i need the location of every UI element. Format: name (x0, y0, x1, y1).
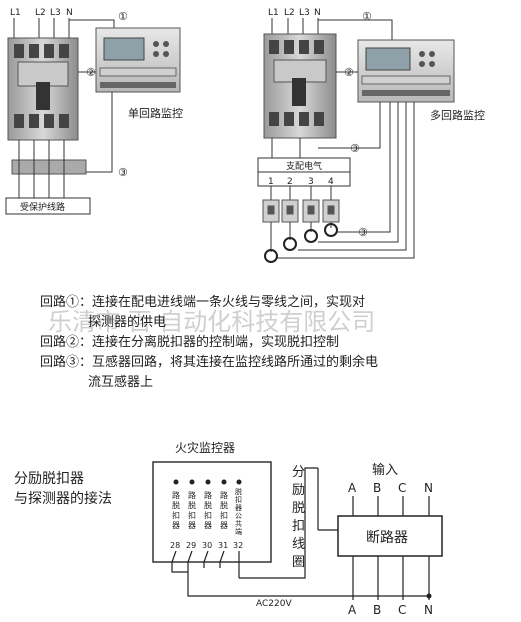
terminal-31: 31 (218, 541, 228, 550)
note-1-line-1: 回路①：连接在配电进线端一条火线与零线之间，实现对 (40, 294, 365, 310)
bottom-terminal-b: B (373, 603, 381, 617)
multi-circuit-figure: L1 L2 L3 N (257, 8, 485, 263)
input-label: 输入 (372, 462, 398, 478)
note-2-line-1: 回路②：连接在分离脱扣器的控制端，实现脱扣控制 (40, 334, 339, 350)
top-terminal-b: B (373, 481, 381, 495)
svg-text:路: 路 (204, 490, 212, 500)
phase-label-l2: L2 (35, 8, 46, 18)
terminal-28: 28 (170, 541, 180, 550)
note-3-line-2: 流互感器上 (88, 374, 153, 390)
svg-text:扣: 扣 (172, 510, 180, 520)
svg-text:路: 路 (188, 490, 196, 500)
shunt-trip-wiring: 分励脱扣器 与探测器的接法 火灾监控器 路 脱 扣 器 路 脱 扣 器 路 (14, 440, 443, 617)
svg-text:公: 公 (235, 512, 242, 520)
svg-text:扣: 扣 (188, 510, 196, 520)
phase-label-l1: L1 (10, 8, 21, 18)
circuit-breaker-image (263, 33, 337, 139)
svg-text:脱: 脱 (172, 500, 180, 510)
shunt-coil-char-4: 扣 (292, 519, 305, 534)
svg-text:扣: 扣 (204, 510, 212, 520)
fire-controller-column-2: 路 脱 扣 器 (188, 490, 196, 530)
bottom-terminal-c: C (398, 603, 406, 617)
svg-text:器: 器 (220, 521, 228, 530)
svg-text:脱: 脱 (235, 487, 242, 496)
shunt-coil-char-3: 脱 (292, 501, 305, 516)
sub-panel-number-2: 2 (287, 177, 293, 187)
watermark-text: 乐清市 百 自动化科技有限公司 (48, 308, 375, 336)
phase-label-l2: L2 (284, 8, 295, 18)
fire-controller-column-3: 路 脱 扣 器 (204, 490, 212, 530)
circuit-breaker-image (7, 37, 79, 141)
monitor-unit-image (357, 39, 455, 103)
svg-text:脱: 脱 (188, 500, 196, 510)
svg-text:端: 端 (235, 527, 242, 536)
circuit-mark-1: ① (362, 10, 372, 23)
supply-label: AC220V (256, 599, 292, 609)
terminal-30: 30 (202, 541, 212, 550)
circuit-mark-1: ① (118, 10, 128, 23)
sub-panel-number-4: 4 (328, 177, 334, 187)
phase-label-l3: L3 (299, 8, 310, 18)
fire-controller-column-5: 脱 扣 器 公 共 端 (235, 487, 242, 536)
phase-label-l1: L1 (268, 8, 279, 18)
svg-text:路: 路 (172, 490, 180, 500)
svg-text:扣: 扣 (235, 495, 242, 504)
terminal-29: 29 (186, 541, 196, 550)
phase-label-l3: L3 (50, 8, 61, 18)
svg-text:脱: 脱 (220, 500, 228, 510)
breaker-label: 断路器 (366, 530, 408, 546)
svg-text:路: 路 (220, 490, 228, 500)
top-terminal-a: A (348, 481, 357, 495)
sub-panel-number-3: 3 (308, 177, 314, 187)
shunt-coil-char-2: 励 (292, 483, 305, 498)
top-terminal-c: C (398, 481, 406, 495)
svg-text:扣: 扣 (220, 510, 228, 520)
svg-text:器: 器 (172, 521, 180, 530)
svg-text:器: 器 (204, 521, 212, 530)
current-transformer-rings (264, 223, 338, 263)
shunt-coil-char-1: 分 (292, 465, 305, 480)
fire-controller-column-4: 路 脱 扣 器 (220, 490, 228, 530)
svg-text:共: 共 (235, 519, 242, 528)
note-3-line-1: 回路③：互感器回路，将其连接在监控线路所通过的剩余电 (40, 354, 378, 370)
svg-text:器: 器 (188, 521, 196, 530)
caption-single-circuit: 单回路监控 (128, 106, 183, 120)
sub-panel-number-1: 1 (268, 177, 274, 187)
wiring-title-line-2: 与探测器的接法 (14, 490, 112, 507)
fire-controller-column-1: 路 脱 扣 器 (172, 490, 180, 530)
branch-breakers (262, 199, 340, 223)
breaker-box (337, 515, 443, 557)
wiring-title-line-1: 分励脱扣器 (14, 471, 84, 487)
monitor-unit-image (95, 27, 181, 93)
shunt-coil-char-6: 圈 (292, 555, 305, 570)
top-terminal-n: N (424, 481, 433, 495)
single-circuit-figure: L1 L2 L3 N (5, 8, 183, 215)
phase-label-n: N (314, 8, 321, 18)
fire-controller-box (152, 461, 272, 563)
fire-controller-title: 火灾监控器 (175, 440, 235, 455)
notes-block: 回路①：连接在配电进线端一条火线与零线之间，实现对 探测器的供电 回路②：连接在… (40, 294, 378, 390)
shunt-coil-char-5: 线 (292, 537, 305, 552)
protected-line-label: 受保护线路 (20, 201, 65, 213)
caption-multi-circuit: 多回路监控 (430, 108, 485, 122)
terminal-32: 32 (233, 541, 243, 550)
bottom-terminal-n: N (424, 603, 433, 617)
circuit-mark-3: ③ (118, 166, 128, 179)
bottom-terminal-a: A (348, 603, 357, 617)
sub-panel-title: 支配电气 (286, 160, 322, 172)
svg-text:脱: 脱 (204, 500, 212, 510)
phase-label-n: N (66, 8, 73, 18)
svg-text:器: 器 (235, 504, 242, 512)
note-1-line-2: 探测器的供电 (88, 314, 166, 330)
